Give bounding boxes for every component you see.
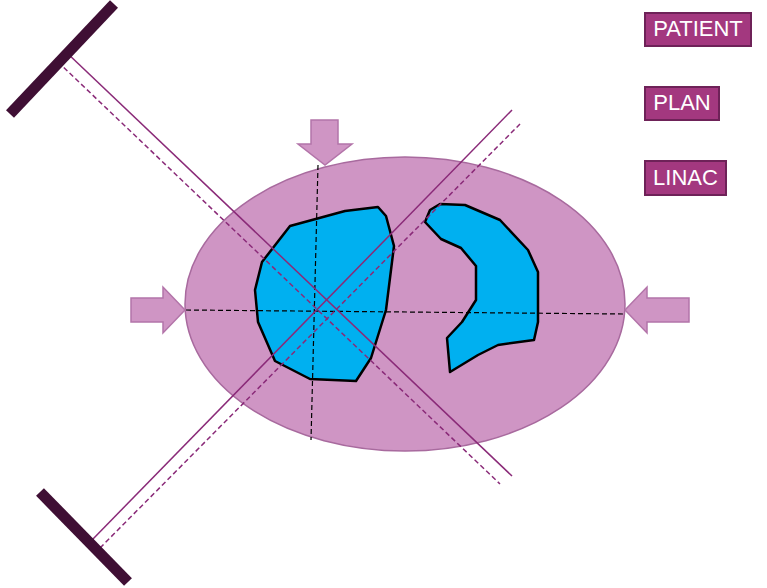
linac-head — [10, 4, 114, 114]
box-label: LINAC — [653, 166, 718, 190]
beam-axis — [66, 52, 512, 476]
patient-body — [185, 157, 625, 451]
laser-line — [186, 310, 624, 314]
label-box: PLAN — [644, 86, 720, 121]
linac-head — [40, 492, 128, 582]
positioning-arrow — [298, 120, 352, 165]
box-label: PLAN — [653, 91, 710, 115]
beam-axis — [58, 62, 500, 484]
beam-axis — [100, 124, 520, 548]
laser-line — [311, 165, 318, 440]
label-box: LINAC — [644, 160, 727, 196]
right-lung — [425, 204, 538, 372]
beam-axis — [92, 110, 512, 540]
positioning-arrow — [625, 287, 689, 333]
positioning-arrow — [131, 287, 185, 333]
label-box: PATIENT — [644, 12, 752, 47]
left-lung — [255, 207, 394, 381]
box-label: PATIENT — [653, 17, 743, 41]
